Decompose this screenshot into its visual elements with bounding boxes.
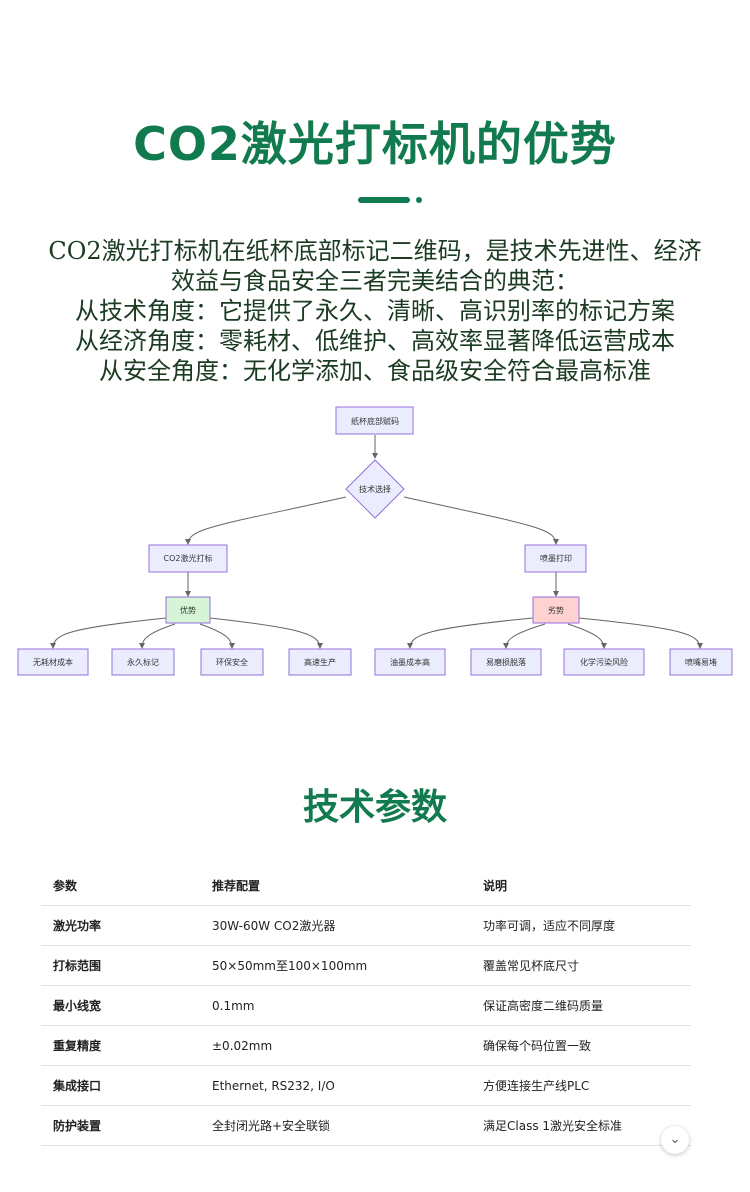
label-good-1: 无耗材成本	[33, 657, 73, 667]
specs-title: 技术参数	[302, 787, 447, 828]
intro-line: 效益与食品安全三者完美结合的典范：	[171, 267, 579, 295]
label-co2-laser: CO2激光打标	[164, 553, 213, 563]
edge-bad-4	[578, 617, 703, 649]
node-good-1	[17, 648, 89, 676]
edge-good-3	[199, 623, 235, 649]
intro-text: CO2激光打标机在纸杯底部标记二维码，是技术先进性、经济 效益与食品安全三者完美…	[20, 236, 730, 386]
title-divider	[358, 197, 410, 203]
edge-bad-2	[503, 623, 546, 649]
param-cell: 重复精度	[41, 1025, 200, 1066]
param-cell: 打标范围	[41, 945, 200, 986]
param-cell: 防护装置	[41, 1105, 200, 1146]
note-cell: 功率可调，适应不同厚度	[471, 905, 691, 946]
edge-decision-right	[403, 496, 559, 545]
param-cell: 集成接口	[41, 1065, 200, 1106]
edge-bad-3	[567, 623, 607, 649]
node-good-2	[111, 648, 175, 676]
header-cell: 参数	[41, 866, 200, 906]
node-good-3	[200, 648, 264, 676]
specs-table: 参数 推荐配置 说明 激光功率 30W-60W CO2激光器 功率可调，适应不同…	[41, 866, 691, 1146]
edge-good-4	[209, 617, 323, 649]
node-bad-1	[374, 648, 446, 676]
config-cell: ±0.02mm	[200, 1025, 471, 1066]
label-disadvantages: 劣势	[548, 605, 564, 615]
param-cell: 最小线宽	[41, 985, 200, 1026]
label-bad-1: 油墨成本高	[390, 657, 430, 667]
note-cell: 满足Class 1激光安全标准	[471, 1105, 691, 1146]
table-row: 集成接口 Ethernet, RS232, I/O 方便连接生产线PLC	[41, 1065, 691, 1106]
header-cell: 说明	[471, 866, 691, 906]
header-cell: 推荐配置	[200, 866, 471, 906]
table-row: 打标范围 50×50mm至100×100mm 覆盖常见杯底尺寸	[41, 945, 691, 986]
config-cell: 0.1mm	[200, 985, 471, 1026]
node-co2-laser	[148, 544, 228, 573]
note-cell: 保证高密度二维码质量	[471, 985, 691, 1026]
config-cell: 30W-60W CO2激光器	[200, 905, 471, 946]
label-inkjet: 喷墨打印	[540, 553, 572, 563]
node-bad-4	[669, 648, 733, 676]
node-bad-3	[563, 648, 645, 676]
label-good-2: 永久标记	[127, 657, 159, 667]
table-row: 防护装置 全封闭光路+安全联锁 满足Class 1激光安全标准	[41, 1105, 691, 1146]
node-good-4	[288, 648, 352, 676]
param-cell: 激光功率	[41, 905, 200, 946]
chevron-down-icon: ⌄	[669, 1132, 681, 1147]
intro-line: 从安全角度：无化学添加、食品级安全符合最高标准	[99, 357, 651, 385]
edge-bad-1	[407, 617, 534, 649]
table-row: 激光功率 30W-60W CO2激光器 功率可调，适应不同厚度	[41, 905, 691, 946]
label-good-4: 高速生产	[304, 657, 336, 667]
node-bad-2	[470, 648, 542, 676]
note-cell: 覆盖常见杯底尺寸	[471, 945, 691, 986]
intro-line: 从技术角度：它提供了永久、清晰、高识别率的标记方案	[75, 297, 675, 325]
intro-line: 从经济角度：零耗材、低维护、高效率显著降低运营成本	[75, 327, 675, 355]
edge-good-2	[139, 623, 176, 649]
table-header-row: 参数 推荐配置 说明	[41, 866, 691, 906]
label-root: 纸杯底部赋码	[351, 416, 399, 426]
title-divider-dot	[416, 197, 422, 203]
node-advantages	[165, 596, 211, 624]
node-decision	[345, 459, 405, 519]
label-advantages: 优势	[180, 605, 196, 615]
edge-decision-left	[185, 496, 347, 545]
config-cell: 50×50mm至100×100mm	[200, 945, 471, 986]
scroll-down-button[interactable]: ⌄	[661, 1126, 689, 1154]
config-cell: Ethernet, RS232, I/O	[200, 1065, 471, 1106]
node-inkjet	[524, 544, 587, 573]
table-row: 最小线宽 0.1mm 保证高密度二维码质量	[41, 985, 691, 1026]
note-cell: 方便连接生产线PLC	[471, 1065, 691, 1106]
node-disadvantages	[532, 596, 580, 624]
flowchart-diagram: 纸杯底部赋码 技术选择 CO2激光打标 喷墨打印 优势 劣势 无耗材成本 永久标…	[17, 406, 733, 676]
note-cell: 确保每个码位置一致	[471, 1025, 691, 1066]
label-good-3: 环保安全	[216, 657, 248, 667]
label-bad-3: 化学污染风险	[580, 657, 628, 667]
table-row: 重复精度 ±0.02mm 确保每个码位置一致	[41, 1025, 691, 1066]
node-root	[335, 406, 414, 435]
edge-good-1	[50, 617, 167, 649]
page-title: CO2激光打标机的优势	[133, 117, 617, 171]
label-decision: 技术选择	[359, 484, 391, 494]
label-bad-4: 喷嘴易堵	[685, 657, 717, 667]
intro-line: CO2激光打标机在纸杯底部标记二维码，是技术先进性、经济	[48, 237, 702, 265]
label-bad-2: 易磨损脱落	[486, 657, 526, 667]
config-cell: 全封闭光路+安全联锁	[200, 1105, 471, 1146]
